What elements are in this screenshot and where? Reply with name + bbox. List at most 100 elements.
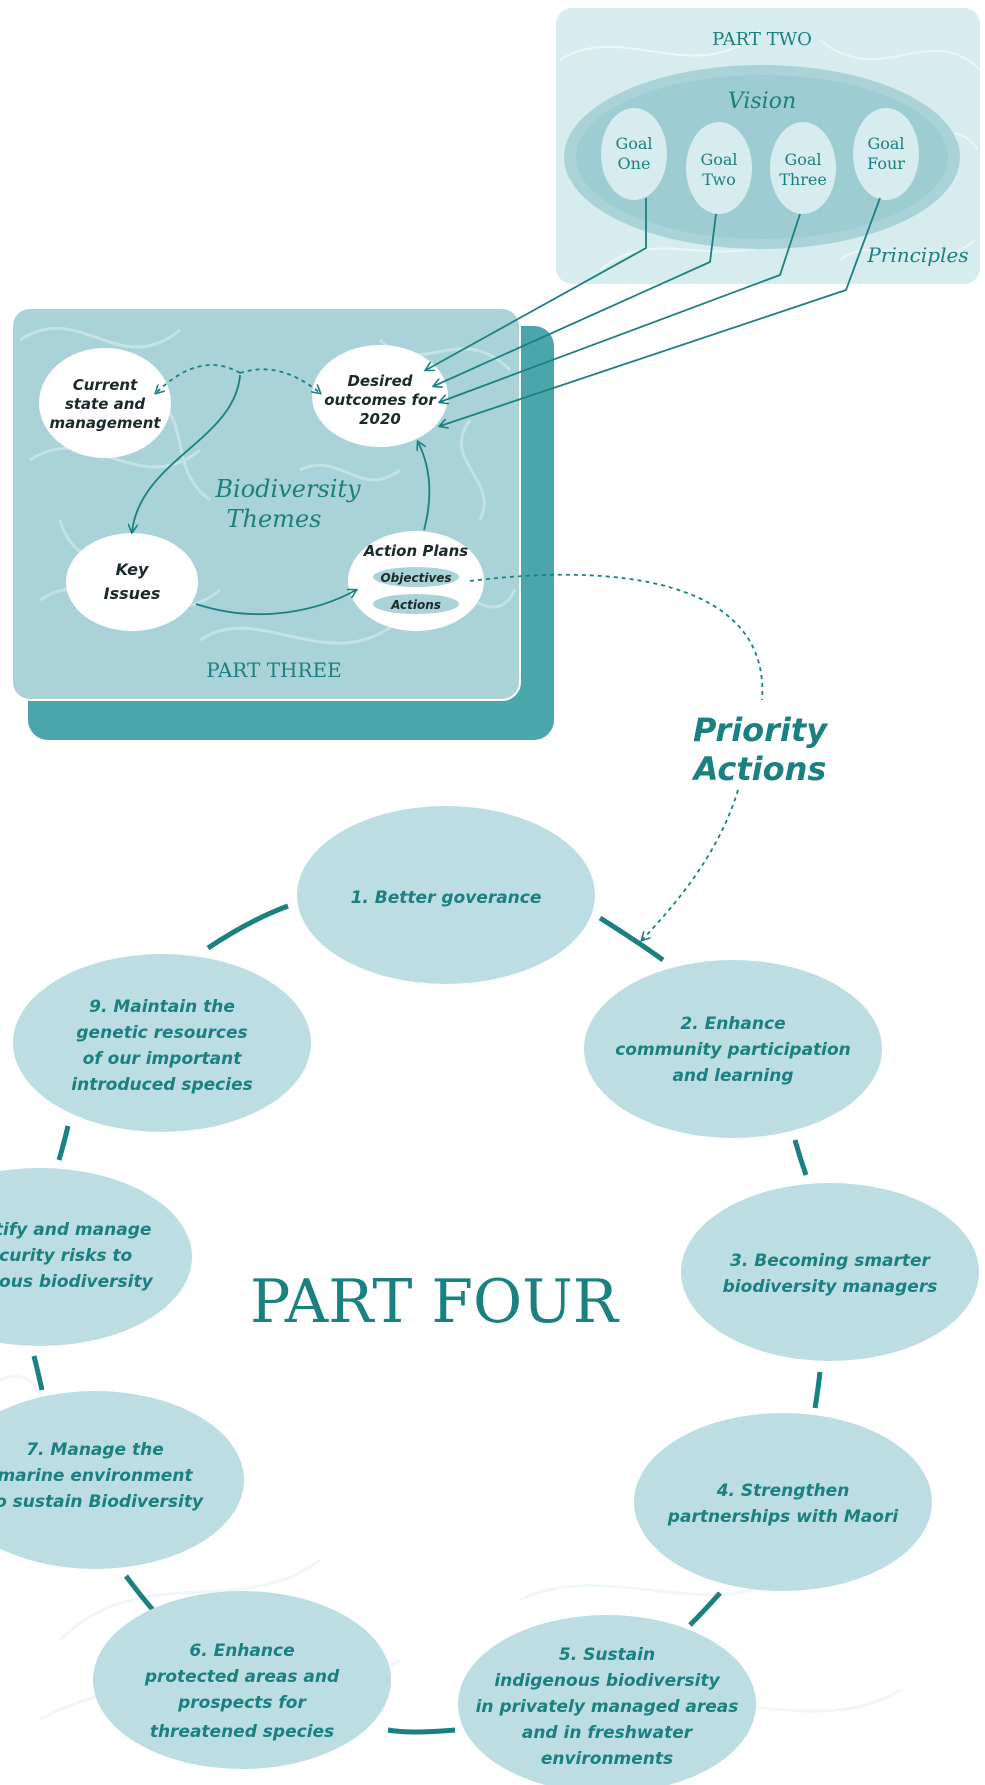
action-8-line2: biosecurity risks to bbox=[0, 1246, 132, 1266]
action-1: 1. Better goverance bbox=[297, 806, 595, 984]
actions-label: Actions bbox=[390, 598, 441, 612]
action-7: 7. Manage the marine environment to sust… bbox=[0, 1391, 244, 1569]
action-9-line2: genetic resources bbox=[76, 1023, 247, 1043]
goal-one-line1: Goal bbox=[615, 134, 652, 153]
action-2-line3: and learning bbox=[672, 1066, 793, 1086]
action-2-line1: 2. Enhance bbox=[680, 1014, 785, 1034]
action-6: 6. Enhance protected areas and prospects… bbox=[93, 1591, 391, 1769]
key-issues-node: Key Issues bbox=[66, 533, 198, 631]
objectives-pill bbox=[373, 567, 459, 587]
action-8: 8. Identify and manage biosecurity risks… bbox=[0, 1168, 192, 1346]
action-5: 5. Sustain indigenous biodiversity in pr… bbox=[458, 1615, 756, 1785]
arrow-to-action-plans bbox=[195, 590, 356, 616]
themes-line2: Themes bbox=[227, 505, 322, 533]
part-two-panel: PART TWO Vision Principles Goal One Goal… bbox=[556, 8, 980, 284]
action-2: 2. Enhance community participation and l… bbox=[584, 960, 882, 1138]
part-two-title: PART TWO bbox=[712, 29, 812, 50]
key-issues-line1: Key bbox=[116, 560, 149, 579]
goal-two: Goal Two bbox=[686, 122, 752, 214]
current-state-node: Current state and management bbox=[39, 348, 171, 458]
themes-line1: Biodiversity bbox=[214, 475, 361, 503]
action-5-line4: and in freshwater bbox=[522, 1723, 694, 1743]
goal-four-line2: Four bbox=[867, 154, 905, 173]
action-5-line3: in privately managed areas bbox=[476, 1697, 739, 1717]
current-state-line2: state and bbox=[65, 395, 146, 413]
goal-two-connector bbox=[434, 213, 717, 386]
goal-four-line1: Goal bbox=[867, 134, 904, 153]
action-7-line2: marine environment bbox=[0, 1466, 193, 1486]
goal-one-connector bbox=[426, 198, 647, 370]
action-9-line3: of our important bbox=[83, 1049, 243, 1069]
action-2-line2: community participation bbox=[615, 1040, 851, 1060]
arrow-to-current-state bbox=[156, 364, 241, 393]
action-6-line1: 6. Enhance bbox=[189, 1641, 294, 1661]
part-three-panel: Biodiversity Themes PART THREE Current s… bbox=[11, 307, 554, 740]
goal-connectors bbox=[426, 197, 881, 426]
theme-flow-arrows bbox=[132, 364, 431, 616]
action-6-line4: threatened species bbox=[150, 1722, 334, 1742]
cycle-arc-1-2 bbox=[598, 915, 665, 963]
cycle-arc-7-8 bbox=[31, 1355, 45, 1391]
arrow-to-desired-outcomes-from-plans bbox=[418, 442, 431, 531]
action-plans-node: Action Plans Objectives Actions bbox=[348, 531, 484, 631]
current-state-line3: management bbox=[49, 414, 161, 432]
part-four-title: PART FOUR bbox=[250, 1267, 620, 1337]
goal-three: Goal Three bbox=[770, 122, 836, 214]
action-1-line1: 1. Better goverance bbox=[351, 888, 542, 908]
action-6-line2: protected areas and bbox=[144, 1667, 340, 1687]
desired-outcomes-line2: outcomes for bbox=[324, 391, 437, 409]
actions-pill bbox=[373, 594, 459, 614]
action-9-line1: 9. Maintain the bbox=[89, 997, 235, 1017]
priority-line2: Actions bbox=[691, 750, 827, 788]
action-4-line2: partnerships with Maori bbox=[667, 1507, 900, 1527]
cycle-arc-6-7 bbox=[123, 1574, 155, 1612]
goal-two-line2: Two bbox=[702, 170, 735, 189]
desired-outcomes-line1: Desired bbox=[347, 372, 412, 390]
action-5-line1: 5. Sustain bbox=[559, 1645, 655, 1665]
cycle-arcs bbox=[31, 903, 823, 1735]
action-4: 4. Strengthen partnerships with Maori bbox=[634, 1413, 932, 1591]
action-3-line2: biodiversity managers bbox=[723, 1277, 938, 1297]
action-7-line3: to sustain Biodiversity bbox=[0, 1492, 204, 1512]
goal-three-connector bbox=[440, 213, 801, 402]
goal-four-connector bbox=[440, 197, 881, 426]
objectives-label: Objectives bbox=[380, 571, 451, 585]
goal-three-line1: Goal bbox=[784, 150, 821, 169]
goal-one-line2: One bbox=[618, 154, 651, 173]
desired-outcomes-line3: 2020 bbox=[359, 410, 401, 428]
part-three-title: PART THREE bbox=[206, 658, 342, 682]
cycle-arc-4-5 bbox=[688, 1591, 722, 1627]
arrow-to-desired-outcomes bbox=[239, 368, 320, 393]
action-7-line1: 7. Manage the bbox=[26, 1440, 164, 1460]
vision-ellipse bbox=[576, 75, 948, 239]
goal-one: Goal One bbox=[601, 108, 667, 200]
action-plans-label: Action Plans bbox=[363, 542, 468, 560]
cycle-arc-2-3 bbox=[792, 1139, 809, 1176]
action-4-line1: 4. Strengthen bbox=[716, 1481, 850, 1501]
action-8-line1: 8. Identify and manage bbox=[0, 1220, 151, 1240]
cycle-arc-8-9 bbox=[56, 1125, 71, 1161]
arrow-to-key-issues bbox=[132, 374, 241, 532]
action-8-line3: indigenous biodiversity bbox=[0, 1272, 154, 1292]
action-3-line1: 3. Becoming smarter bbox=[730, 1251, 932, 1271]
action-9: 9. Maintain the genetic resources of our… bbox=[13, 954, 311, 1132]
current-state-line1: Current bbox=[73, 376, 138, 394]
principles-label: Principles bbox=[866, 243, 968, 267]
goal-three-line2: Three bbox=[779, 170, 827, 189]
cycle-arc-9-1 bbox=[206, 903, 289, 951]
desired-outcomes-node: Desired outcomes for 2020 bbox=[312, 345, 448, 447]
cycle-arc-5-6 bbox=[387, 1727, 456, 1735]
cycle-arc-3-4 bbox=[812, 1371, 823, 1409]
key-issues-line2: Issues bbox=[104, 584, 161, 603]
action-6-line3: prospects for bbox=[177, 1693, 307, 1713]
priority-line1: Priority bbox=[693, 711, 828, 749]
priority-connector bbox=[469, 573, 764, 940]
action-9-line4: introduced species bbox=[71, 1075, 252, 1095]
action-3: 3. Becoming smarter biodiversity manager… bbox=[681, 1183, 979, 1361]
goal-four: Goal Four bbox=[853, 108, 919, 200]
goal-two-line1: Goal bbox=[700, 150, 737, 169]
vision-label: Vision bbox=[728, 89, 796, 114]
action-5-line2: indigenous biodiversity bbox=[494, 1671, 720, 1691]
action-5-line5: environments bbox=[541, 1749, 673, 1769]
